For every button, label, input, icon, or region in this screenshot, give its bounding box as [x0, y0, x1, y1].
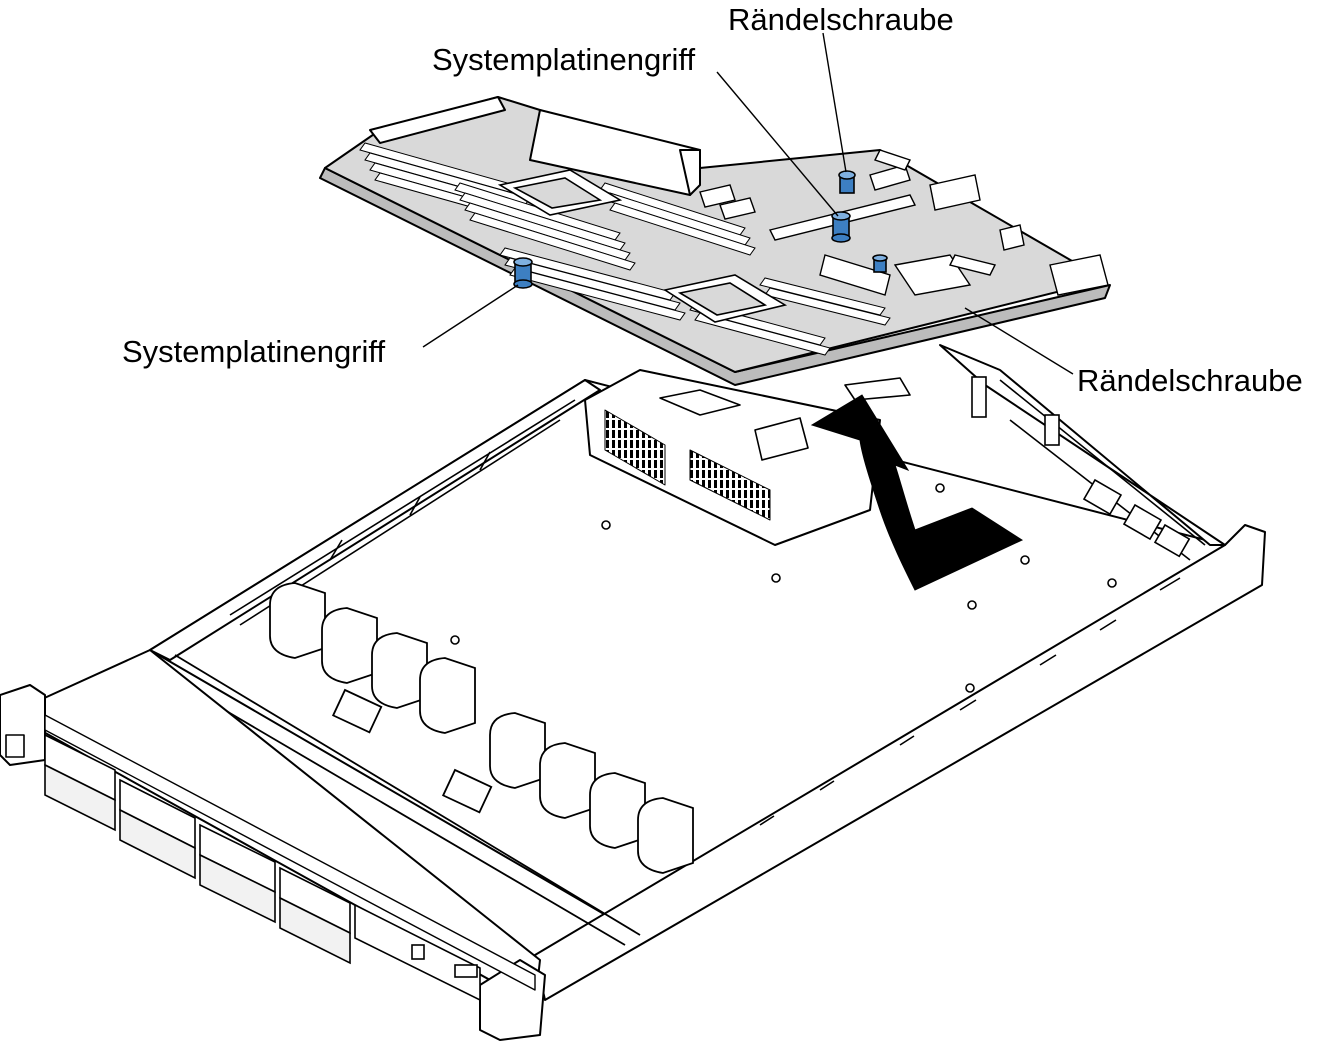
leader-lines — [422, 32, 1074, 375]
leader-handle-top — [716, 71, 839, 217]
front-bezel — [0, 649, 546, 1041]
callout-handle-top: Systemplatinengriff — [432, 42, 696, 77]
rear-connectors — [971, 376, 1191, 558]
thumbscrew-right — [872, 254, 888, 273]
callout-thumbscrew-right: Rändelschraube — [1077, 363, 1303, 398]
board-rear-connectors — [699, 149, 1109, 296]
leader-thumbscrew-right — [964, 307, 1074, 375]
leader-handle-left — [422, 284, 519, 348]
lift-arrow — [810, 394, 1024, 591]
leader-thumbscrew-top — [822, 32, 847, 173]
callout-handle-left: Systemplatinengriff — [122, 334, 386, 369]
fan-assembly — [164, 582, 694, 946]
board-handles-and-screws — [513, 170, 888, 289]
handle-top — [831, 211, 851, 243]
processor-sockets — [497, 169, 788, 323]
power-supply-cage — [584, 369, 911, 546]
dimm-slots — [359, 142, 891, 356]
callout-thumbscrew-top: Rändelschraube — [728, 2, 954, 37]
thumbscrew-top — [838, 170, 856, 194]
handle-left — [513, 257, 533, 289]
drive-bays — [44, 733, 481, 1002]
